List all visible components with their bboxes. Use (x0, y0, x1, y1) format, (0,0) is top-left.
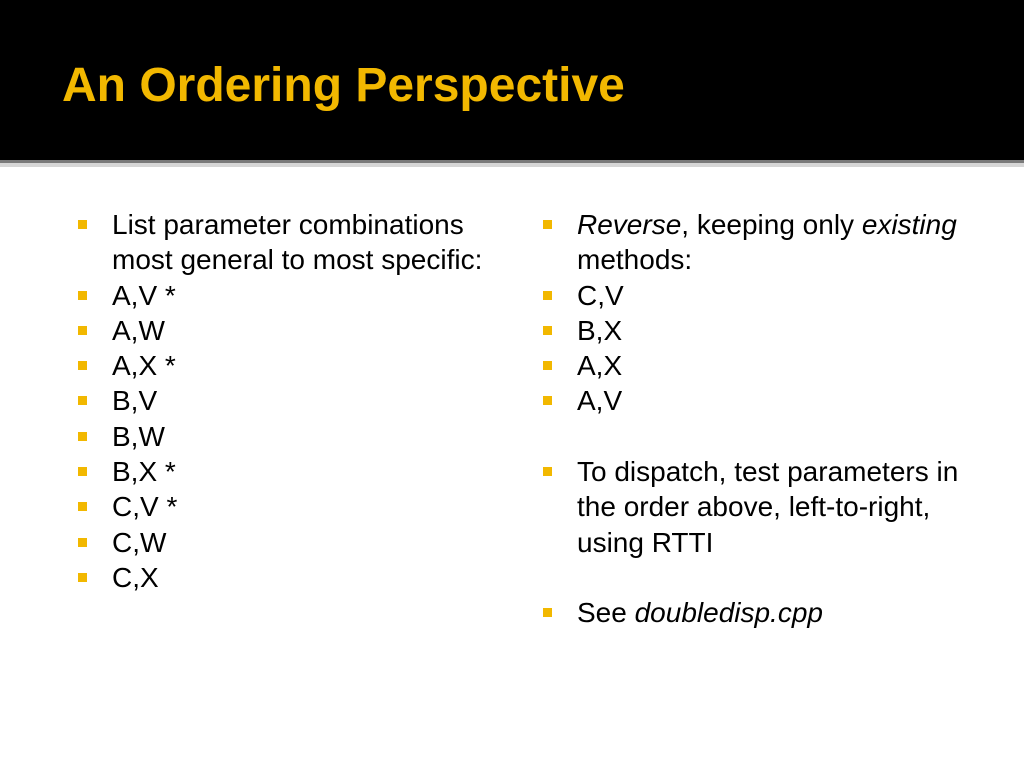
existing-emphasis: existing (861, 209, 957, 240)
file-name: doubledisp.cpp (634, 597, 823, 629)
right-column-list: Reverse, keeping only existing methods: … (543, 207, 963, 631)
dispatch-note-bullet: To dispatch, test parameters in the orde… (543, 454, 963, 560)
left-item-bullet: C,V * (78, 489, 498, 524)
title-divider (0, 160, 1024, 163)
left-item-bullet: C,X (78, 560, 498, 595)
see-file-bullet: See doubledisp.cpp (543, 595, 963, 630)
right-item-bullet: B,X (543, 313, 963, 348)
right-item-bullet: A,X (543, 348, 963, 383)
left-item-bullet: C,W (78, 525, 498, 560)
intro-text: , keeping only (681, 209, 862, 240)
right-item-bullet: C,V (543, 278, 963, 313)
slide-title: An Ordering Perspective (62, 59, 625, 112)
left-column-list: List parameter combinations most general… (78, 207, 498, 595)
title-divider-shadow (0, 163, 1024, 167)
left-item-bullet: A,X * (78, 348, 498, 383)
left-item-bullet: B,W (78, 419, 498, 454)
right-intro-bullet: Reverse, keeping only existing methods: (543, 207, 963, 278)
title-bar: An Ordering Perspective (0, 0, 1024, 160)
reverse-emphasis: Reverse (577, 209, 682, 240)
left-item-bullet: B,V (78, 383, 498, 418)
left-item-bullet: B,X * (78, 454, 498, 489)
left-item-bullet: A,W (78, 313, 498, 348)
left-item-bullet: A,V * (78, 278, 498, 313)
right-item-bullet: A,V (543, 383, 963, 418)
left-intro-bullet: List parameter combinations most general… (78, 207, 498, 278)
see-prefix: See (577, 597, 635, 629)
intro-text: methods: (577, 244, 693, 276)
